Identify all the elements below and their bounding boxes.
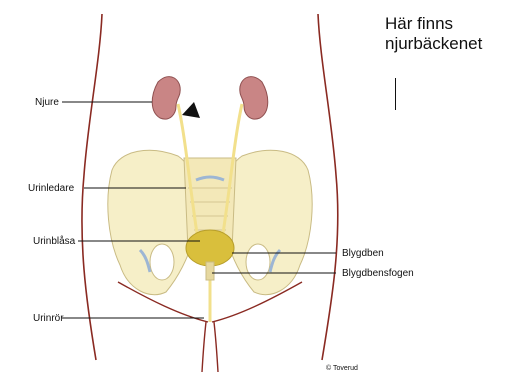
kidney-left [152,77,180,119]
body-outline-left [82,14,102,360]
renal-pelvis-arrow [182,102,200,118]
label-blygdben: Blygdben [342,248,384,259]
caption-line-1: Här finns [385,14,482,34]
text-cursor[interactable] [395,78,396,110]
caption: Här finns njurbäckenet [385,14,482,54]
pubic-symphysis [206,262,214,280]
label-blygdbensfogen: Blygdbensfogen [342,268,414,279]
label-urinror: Urinrör [33,313,64,324]
label-njure: Njure [35,97,59,108]
label-urinledare: Urinledare [28,183,75,194]
bladder [186,230,234,266]
credit-text: © Toverud [326,364,358,372]
leg-line-left [202,322,206,372]
label-urinblasa: Urinblåsa [33,235,76,247]
body-outline-right [318,14,338,360]
kidney-right [240,77,268,119]
caption-line-2: njurbäckenet [385,34,482,54]
leg-line-right [214,322,218,372]
